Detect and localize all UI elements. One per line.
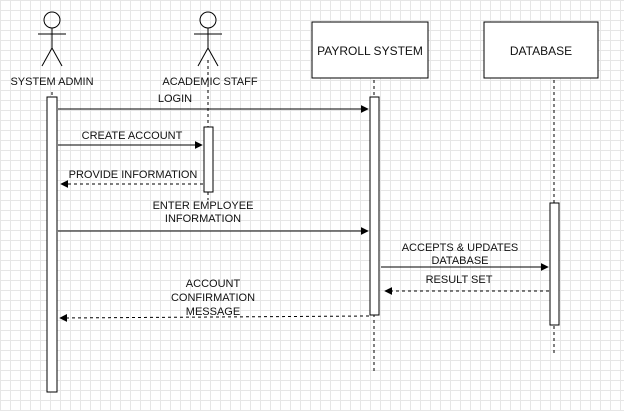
accepts-updates-label-line-2: DATABASE — [431, 255, 488, 267]
account-confirmation-label-line-1: ACCOUNT — [186, 278, 241, 290]
database-label: DATABASE — [510, 44, 572, 58]
database-box[interactable] — [483, 21, 599, 79]
system-admin-actor-icon[interactable] — [38, 11, 66, 67]
enter-employee-label-line-1: ENTER EMPLOYEE — [153, 200, 254, 212]
provide-information-label: PROVIDE INFORMATION — [69, 169, 198, 181]
academic-staff-activation-bar[interactable] — [203, 126, 214, 193]
account-confirmation-label-line-3: MESSAGE — [186, 306, 240, 318]
database-activation-bar[interactable] — [549, 202, 560, 326]
payroll-system-activation-bar[interactable] — [369, 96, 380, 316]
result-set-label: RESULT SET — [426, 274, 493, 286]
payroll-system-label: PAYROLL SYSTEM — [317, 44, 423, 58]
account-confirmation-label-line-2: CONFIRMATION — [171, 292, 255, 304]
accepts-updates-label-line-1: ACCEPTS & UPDATES — [402, 242, 519, 254]
create-account-label: CREATE ACCOUNT — [82, 130, 183, 142]
system-admin-label: SYSTEM ADMIN — [10, 76, 93, 88]
academic-staff-actor-icon[interactable] — [194, 11, 222, 67]
system-admin-activation-bar[interactable] — [46, 96, 58, 393]
payroll-system-box[interactable] — [311, 21, 429, 79]
login-label: LOGIN — [158, 93, 192, 105]
enter-employee-label-line-2: INFORMATION — [165, 213, 241, 225]
academic-staff-label: ACADEMIC STAFF — [162, 76, 257, 88]
